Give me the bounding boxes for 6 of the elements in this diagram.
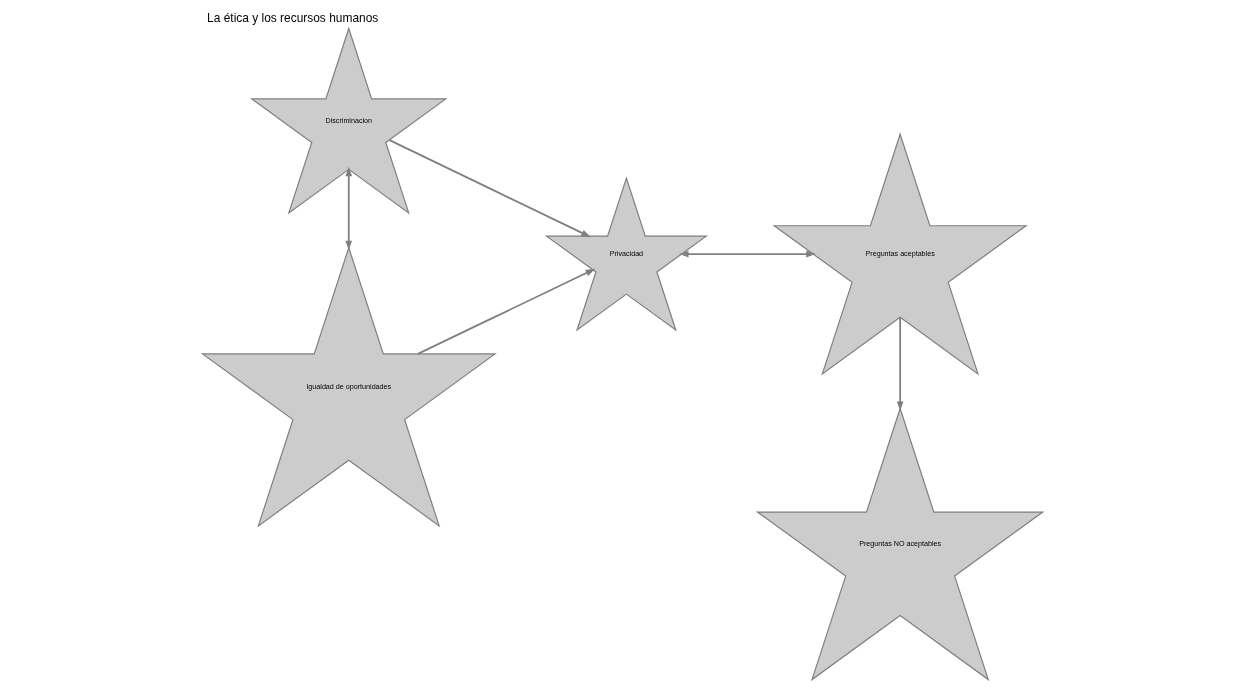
- arrow: [388, 139, 591, 238]
- arrow: [896, 316, 904, 412]
- arrow: [417, 268, 596, 355]
- arrow: [345, 166, 353, 251]
- arrow: [678, 250, 816, 258]
- diagram-title: La ética y los recursos humanos: [207, 11, 379, 26]
